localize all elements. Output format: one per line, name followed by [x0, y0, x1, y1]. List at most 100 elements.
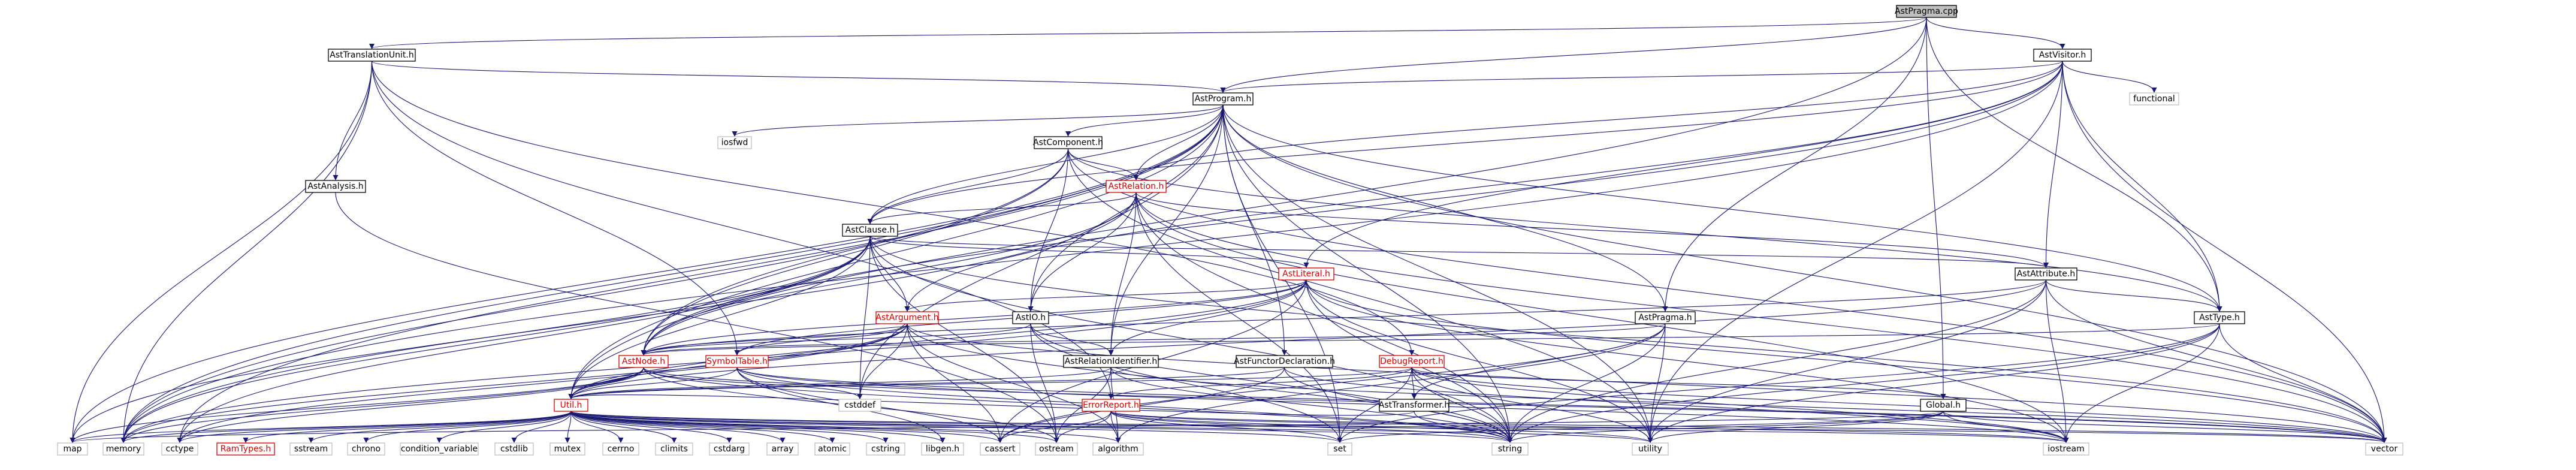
edge-astliteral-to-astnode	[641, 279, 1307, 355]
node-set[interactable]: set	[1327, 442, 1352, 456]
edge-astrelation-to-string	[1136, 192, 1513, 443]
node-root[interactable]: AstPragma.cpp	[1895, 5, 1958, 18]
edge-utilh-to-mutex	[564, 411, 572, 443]
node-astcomponent[interactable]: AstComponent.h	[1033, 136, 1103, 149]
node-utility[interactable]: utility	[1632, 442, 1669, 456]
node-label: cstdlib	[500, 444, 528, 454]
node-iosfwd[interactable]: iosfwd	[717, 136, 752, 149]
node-label: cstring	[871, 444, 900, 454]
node-label: AstArgument.h	[875, 313, 938, 323]
node-array[interactable]: array	[766, 442, 799, 456]
edge-root-to-globalh	[1926, 17, 1946, 399]
node-string[interactable]: string	[1491, 442, 1529, 456]
node-vector[interactable]: vector	[2365, 442, 2403, 456]
node-condvar[interactable]: condition_variable	[400, 442, 479, 456]
edge-root-to-astpragmah	[1662, 17, 1927, 312]
node-box	[1278, 267, 1334, 281]
node-functional[interactable]: functional	[2129, 92, 2179, 106]
node-asttu[interactable]: AstTranslationUnit.h	[328, 49, 416, 62]
edge-astvisitor-to-astnode	[641, 61, 2063, 355]
edge-astfunctor-to-iostream	[1284, 367, 2069, 443]
node-label: ostream	[1039, 444, 1074, 454]
edge-astpragmah-to-astnode	[641, 323, 1666, 355]
node-ostream[interactable]: ostream	[1035, 442, 1078, 456]
edge-astliteral-to-iostream	[1306, 279, 2069, 443]
edge-astcomponent-to-astclause	[867, 148, 1069, 224]
node-box	[161, 442, 198, 456]
node-label: functional	[2133, 94, 2175, 104]
edge-asttu-to-astanalysis	[333, 61, 373, 180]
node-asttransformer[interactable]: AstTransformer.h	[1379, 399, 1449, 412]
node-debugreport[interactable]: DebugReport.h	[1379, 355, 1445, 368]
edge-astpragmah-to-cassert	[997, 323, 1666, 443]
node-label: AstTransformer.h	[1379, 400, 1449, 410]
node-astfunctor[interactable]: AstFunctorDeclaration.h	[1234, 355, 1335, 368]
node-box	[1379, 355, 1445, 368]
node-astclause[interactable]: AstClause.h	[842, 224, 898, 237]
node-ramtypes[interactable]: RamTypes.h	[216, 442, 275, 456]
node-astrelid[interactable]: AstRelationIdentifier.h	[1063, 355, 1159, 368]
node-label: climits	[660, 444, 688, 454]
node-astioh[interactable]: AstIO.h	[1012, 311, 1049, 324]
edge-asttu-to-astprogram	[371, 61, 1226, 93]
node-box	[1236, 355, 1333, 368]
node-errorreport[interactable]: ErrorReport.h	[1082, 399, 1140, 412]
edge-asttype-to-iostream	[2063, 323, 2220, 443]
edge-astcomponent-to-astrelation	[1067, 148, 1139, 180]
node-cerrno[interactable]: cerrno	[602, 442, 639, 456]
node-cstring[interactable]: cstring	[866, 442, 905, 456]
node-cassert[interactable]: cassert	[980, 442, 1020, 456]
node-astanalysis[interactable]: AstAnalysis.h	[305, 180, 366, 193]
node-astprogram[interactable]: AstProgram.h	[1192, 92, 1254, 106]
edge-errorreport-to-ostream	[1053, 411, 1112, 443]
node-label: iostream	[2047, 444, 2085, 454]
node-box	[875, 311, 939, 324]
node-symboltable[interactable]: SymbolTable.h	[705, 355, 769, 368]
node-astnode[interactable]: AstNode.h	[618, 355, 669, 368]
node-box	[2365, 442, 2403, 456]
node-cctype[interactable]: cctype	[161, 442, 198, 456]
edge-astprogram-to-astrelid	[1108, 104, 1224, 355]
node-sstream[interactable]: sstream	[289, 442, 333, 456]
node-asttype[interactable]: AstType.h	[2194, 311, 2245, 324]
edge-astnode-to-cctype	[177, 367, 644, 443]
edge-astanalysis-to-ostream	[335, 192, 1059, 443]
edge-debugreport-to-asttransformer	[1411, 367, 1417, 399]
node-astargument[interactable]: AstArgument.h	[875, 311, 939, 324]
node-label: mutex	[554, 444, 581, 454]
edge-utilh-to-cstring	[570, 411, 889, 443]
node-globalh[interactable]: Global.h	[1920, 399, 1967, 412]
node-libgen[interactable]: libgen.h	[921, 442, 964, 456]
node-iostream[interactable]: iostream	[2043, 442, 2089, 456]
edge-asttu-to-map	[70, 61, 373, 443]
node-mutex[interactable]: mutex	[549, 442, 585, 456]
node-box	[305, 180, 366, 193]
node-cstdarg[interactable]: cstdarg	[709, 442, 750, 456]
edge-astcomponent-to-memory	[120, 148, 1069, 443]
edge-astvisitor-to-astattribute	[2043, 61, 2063, 268]
edge-astrelation-to-astclause	[867, 192, 1137, 224]
node-box	[1092, 442, 1144, 456]
node-climits[interactable]: climits	[655, 442, 693, 456]
node-atomic[interactable]: atomic	[814, 442, 850, 456]
node-astpragmah[interactable]: AstPragma.h	[1635, 311, 1696, 324]
edge-astfunctor-to-utilh	[568, 367, 1285, 399]
node-algorithm[interactable]: algorithm	[1092, 442, 1144, 456]
node-utilh[interactable]: Util.h	[554, 399, 588, 412]
node-astattribute[interactable]: AstAttribute.h	[2015, 267, 2077, 281]
node-box	[400, 442, 479, 456]
node-map[interactable]: map	[57, 442, 88, 456]
node-cstddef[interactable]: cstddef	[838, 399, 881, 412]
edge-utilh-to-utility	[570, 411, 1653, 443]
edge-globalh-to-vector	[1943, 411, 2387, 443]
node-box	[2194, 311, 2245, 324]
node-label: AstComponent.h	[1033, 138, 1103, 147]
node-astrelation[interactable]: AstRelation.h	[1106, 180, 1167, 193]
node-chrono[interactable]: chrono	[347, 442, 385, 456]
node-astvisitor[interactable]: AstVisitor.h	[2033, 49, 2092, 62]
edge-astcomponent-to-vector	[1067, 148, 2387, 443]
edge-astnode-to-map	[70, 367, 644, 443]
node-cstdlib[interactable]: cstdlib	[494, 442, 534, 456]
node-memory[interactable]: memory	[102, 442, 144, 456]
node-astliteral[interactable]: AstLiteral.h	[1278, 267, 1334, 281]
